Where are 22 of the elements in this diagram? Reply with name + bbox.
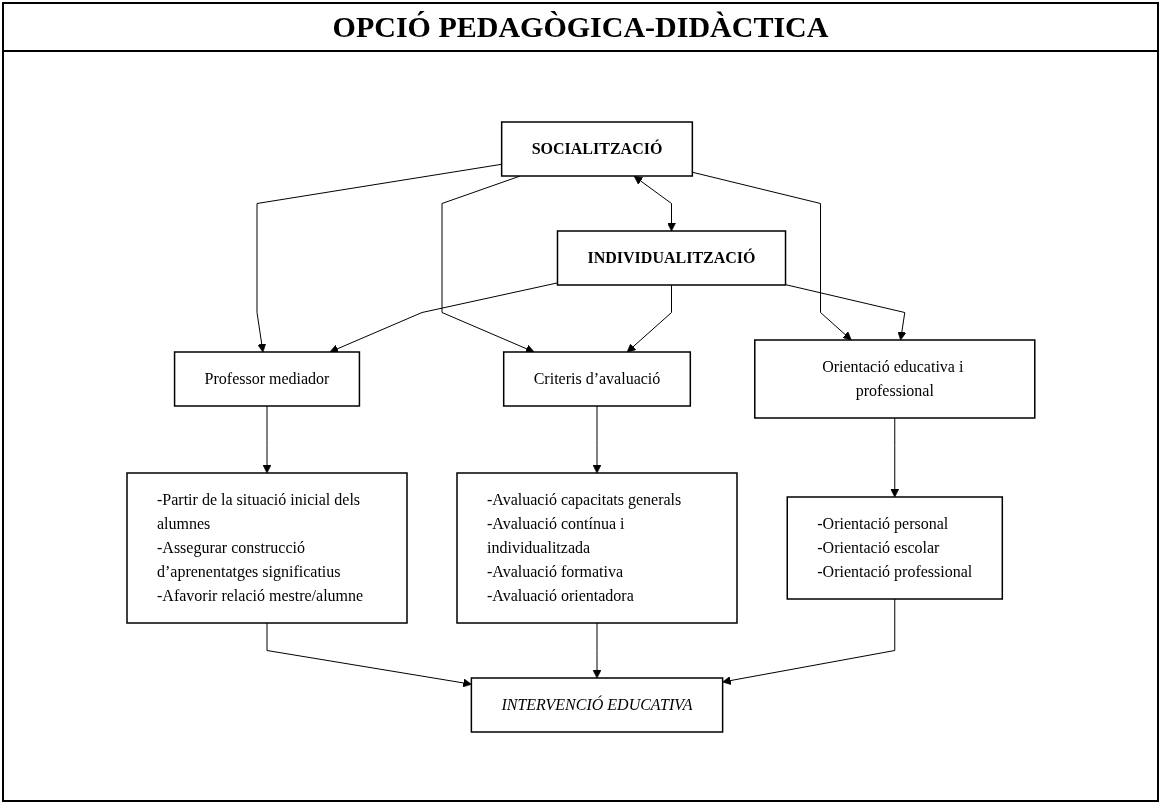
arrow [441, 175, 535, 353]
node-box: -Partir de la situació inicial dels alumnes -Assegurar construcció d’aprenentatges significatius -Afavorir relació mestre/alumne [125, 472, 408, 624]
diagram-title: OPCIÓ PEDAGÒGICA-DIDÀCTICA [4, 4, 1157, 52]
arrow [890, 417, 899, 498]
node-box: -Avaluació capacitats generals -Avaluació contínua i individualitzada -Avaluació formativa -Avaluació orientadora [455, 472, 738, 624]
node-box: Professor mediador [173, 351, 360, 407]
arrow [592, 622, 601, 679]
arrow [262, 405, 271, 474]
arrow [626, 284, 672, 353]
arrow [784, 284, 906, 341]
node-box: Criteris d’avaluació [502, 351, 691, 407]
arrow [691, 171, 852, 341]
node-box: INDIVIDUALITZACIÓ [556, 230, 786, 286]
node-box: SOCIALITZACIÓ [500, 121, 693, 177]
arrow [592, 405, 601, 474]
node-box: -Orientació personal -Orientació escolar -Orientació professional [786, 496, 1003, 600]
arrow [633, 175, 676, 232]
node-box: Orientació educativa i professional [753, 339, 1036, 419]
arrow [721, 598, 895, 685]
arrow [329, 282, 558, 353]
node-box: INTERVENCIÓ EDUCATIVA [470, 677, 723, 733]
arrow [256, 163, 502, 353]
